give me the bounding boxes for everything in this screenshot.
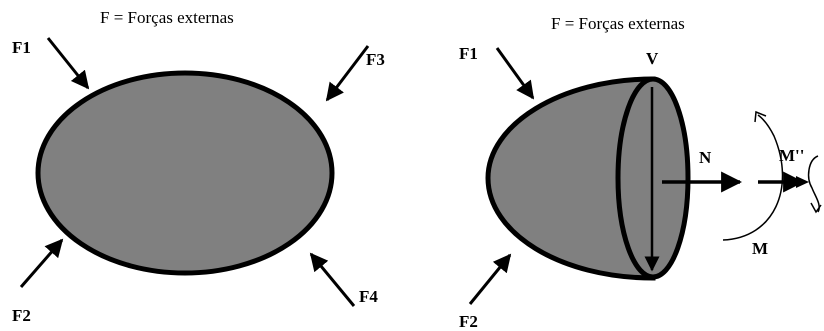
force-f1-arrow	[46, 37, 90, 90]
force-f4-arrow	[309, 252, 356, 307]
force-f3-label: F3	[366, 50, 385, 69]
force-f2-arrow	[19, 238, 64, 288]
torsion-curve	[807, 155, 820, 213]
left-figure: F = Forças externas F1 F3 F2 F4	[12, 8, 385, 325]
cut-body	[485, 76, 656, 281]
force-f2-label-right: F2	[459, 312, 478, 331]
moment-arc	[722, 114, 784, 241]
force-f1-arrow-right	[495, 47, 535, 100]
force-f1-label-right: F1	[459, 44, 478, 63]
left-caption: F = Forças externas	[100, 8, 234, 27]
shear-force-label: V	[646, 49, 659, 68]
right-figure: F = Forças externas F1 F2 V N M'' M	[459, 14, 822, 331]
normal-force-label: N	[699, 148, 712, 167]
force-f3-arrow	[325, 45, 370, 102]
force-f2-label: F2	[12, 306, 31, 325]
force-f4-label: F4	[359, 287, 378, 306]
force-f1-label: F1	[12, 38, 31, 57]
force-f2-arrow-right	[468, 253, 512, 305]
torsion-curve-head	[810, 202, 822, 214]
torsion-arrow-2	[796, 176, 809, 188]
right-caption: F = Forças externas	[551, 14, 685, 33]
body-ellipse	[35, 70, 335, 276]
moment-arc-head	[754, 110, 767, 123]
torsion-label: M''	[779, 146, 805, 165]
moment-label: M	[752, 239, 768, 258]
